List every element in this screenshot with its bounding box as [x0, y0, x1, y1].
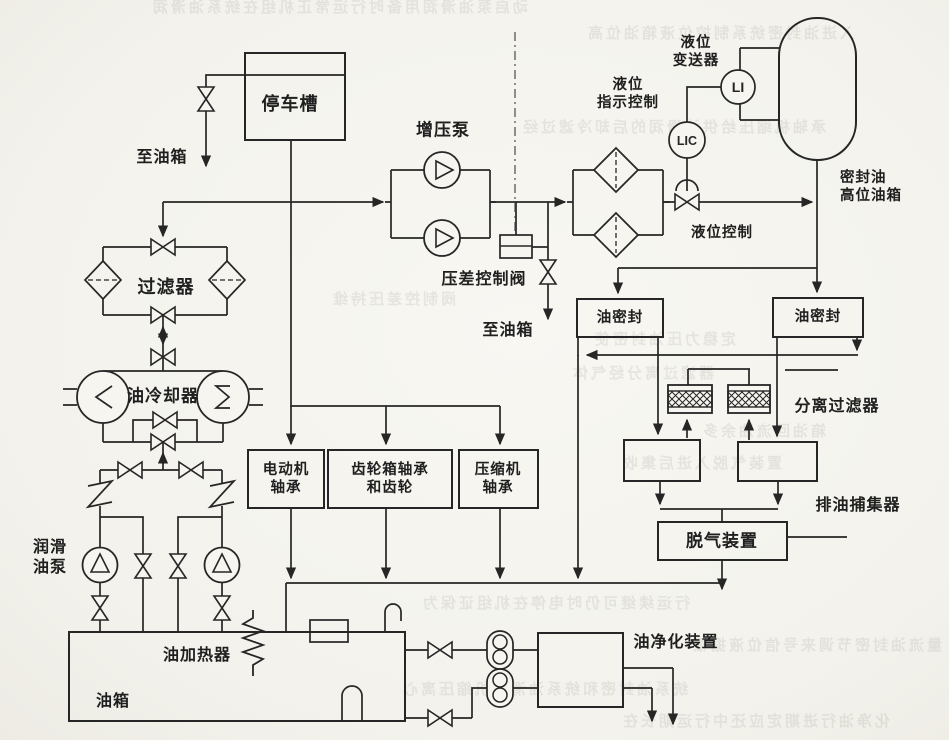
- pipe-drain-header: [285, 582, 722, 632]
- label-line: 油泵: [32, 559, 68, 576]
- oil-seal-right-box: [772, 297, 864, 338]
- label-line: 指示控制: [597, 95, 659, 111]
- pipe-sepfilter-header: [687, 368, 838, 385]
- oil-tank-symbol: [68, 603, 406, 722]
- label-booster-pump: 增压泵: [416, 120, 470, 140]
- lic-tag: LIC: [677, 134, 697, 148]
- label-line: 轴承: [482, 480, 514, 496]
- label-motor-bearing: 电动机 轴承: [263, 461, 310, 497]
- instrument-bubbles: [668, 69, 756, 192]
- pipe-lube-pumps: [99, 469, 223, 632]
- lube-pump-symbol: [81, 546, 241, 584]
- dp-control-valve-symbol: [499, 234, 533, 259]
- gearbox-bearing-box: [327, 449, 453, 509]
- label-seal-oil-tank: 密封油 高位油箱: [840, 169, 902, 205]
- label-degassing: 脱气装置: [686, 531, 758, 551]
- label-line: 压缩机: [474, 461, 522, 478]
- purifier-box: [537, 632, 624, 708]
- vent-gooseneck-icon: [384, 603, 402, 632]
- seal-oil-filter-symbol: [592, 146, 640, 259]
- filter-symbol: [83, 259, 247, 301]
- pipe-dp-branch: [515, 202, 549, 262]
- check-valve-icon: [207, 479, 237, 509]
- equipment: [68, 17, 864, 722]
- valve-actuator-icon: [675, 179, 699, 192]
- label-line: 高位油箱: [840, 188, 902, 204]
- pipe-stoptank-drain: [205, 74, 245, 90]
- booster-pump-symbol: [423, 151, 461, 257]
- label-oil-cooler: 油冷却器: [127, 386, 199, 406]
- li-tag: LI: [732, 79, 744, 95]
- degassing-box: [657, 521, 788, 561]
- label-line: 液位: [680, 34, 712, 51]
- label-dp-control-valve: 压差控制阀: [441, 271, 527, 288]
- label-level-control: 液位控制: [691, 224, 753, 241]
- separation-filter-symbol: [667, 384, 771, 414]
- pipe-degas: [660, 508, 847, 538]
- label-gearbox-bearing: 齿轮箱轴承 和齿轮: [351, 461, 429, 497]
- label-line: 变送器: [672, 53, 720, 69]
- label-line: 齿轮箱轴承: [351, 461, 429, 478]
- label-lube-pump: 润滑 油泵: [33, 538, 67, 578]
- label-purifier: 油净化装置: [633, 634, 719, 651]
- purifier-pump-symbol: [486, 630, 514, 708]
- lic-instrument: [668, 121, 706, 159]
- tank-top-fitting: [309, 619, 349, 643]
- label-line: 和齿轮: [366, 480, 414, 496]
- label-oil-seal-right: 油密封: [794, 308, 842, 325]
- label-to-oil-tank-top: 至油箱: [136, 149, 188, 166]
- label-line: 轴承: [270, 480, 302, 496]
- oil-seal-left-box: [576, 298, 664, 338]
- label-line: 液位: [612, 76, 644, 93]
- label-compressor-bearing: 压缩机 轴承: [475, 461, 522, 497]
- label-drain-trap: 排油捕集器: [815, 497, 901, 514]
- label-line: 密封油: [840, 169, 887, 186]
- drain-trap-left-box: [623, 439, 701, 482]
- label-level-indicating-control: 液位 指示控制: [597, 76, 659, 112]
- label-oil-tank: 油箱: [95, 693, 131, 710]
- oil-cooler-symbol: [76, 370, 250, 424]
- li-instrument: [720, 69, 756, 105]
- label-level-transmitter: 液位 变送器: [673, 34, 720, 70]
- label-line: 电动机: [262, 461, 310, 478]
- label-filter: 过滤器: [137, 276, 195, 297]
- motor-bearing-box: [247, 449, 325, 509]
- label-to-oil-tank-mid: 至油箱: [482, 322, 534, 339]
- heater-coil-icon: [240, 610, 266, 676]
- label-oil-heater: 油加热器: [162, 647, 232, 664]
- drain-trap-right-box: [737, 441, 818, 482]
- check-valve-icon: [85, 479, 115, 509]
- seal-oil-tank-symbol: [778, 17, 857, 161]
- pipe-seal-supply: [618, 160, 818, 269]
- label-separation-filter: 分离过滤器: [794, 398, 880, 415]
- stop-tank-symbol: [244, 52, 346, 141]
- label-stop-tank: 停车槽: [261, 93, 319, 114]
- label-line: 润滑: [32, 539, 68, 556]
- compressor-bearing-box: [458, 449, 539, 509]
- pipe-cooler-water-stubs: [63, 388, 263, 406]
- label-oil-seal-left: 油密封: [596, 309, 644, 326]
- flow-arrows: [157, 108, 863, 726]
- suction-standpipe-icon: [341, 685, 363, 720]
